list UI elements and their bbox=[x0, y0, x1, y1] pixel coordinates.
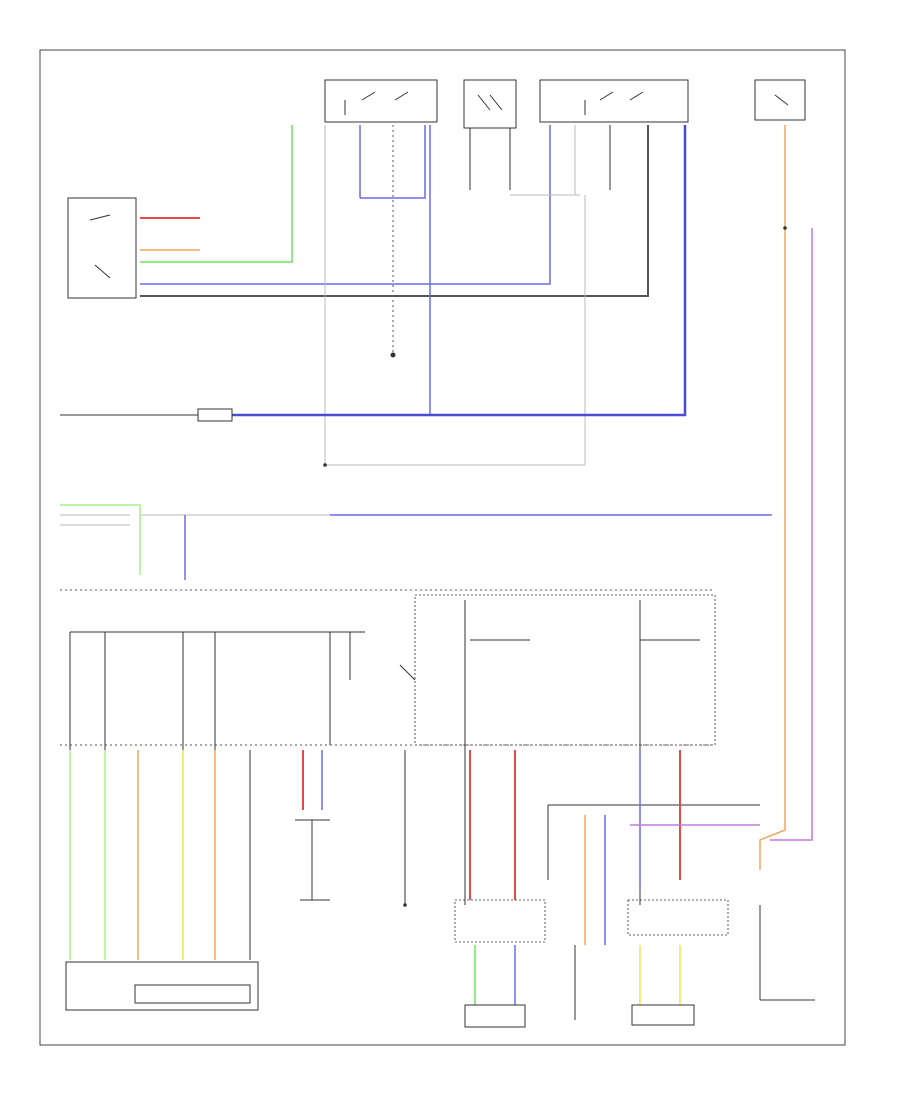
top-switch-center bbox=[463, 79, 517, 129]
top-right-module bbox=[754, 79, 806, 121]
center-motor bbox=[464, 945, 526, 1028]
top-switch-right bbox=[539, 79, 689, 123]
power-window-main-switch bbox=[399, 594, 716, 746]
left-motor bbox=[65, 961, 259, 1011]
right-motor bbox=[631, 945, 695, 1026]
left-control-switch bbox=[67, 197, 137, 299]
fuse-block bbox=[60, 408, 233, 422]
diagram-frame bbox=[39, 49, 846, 1046]
top-switch-left bbox=[324, 79, 438, 123]
